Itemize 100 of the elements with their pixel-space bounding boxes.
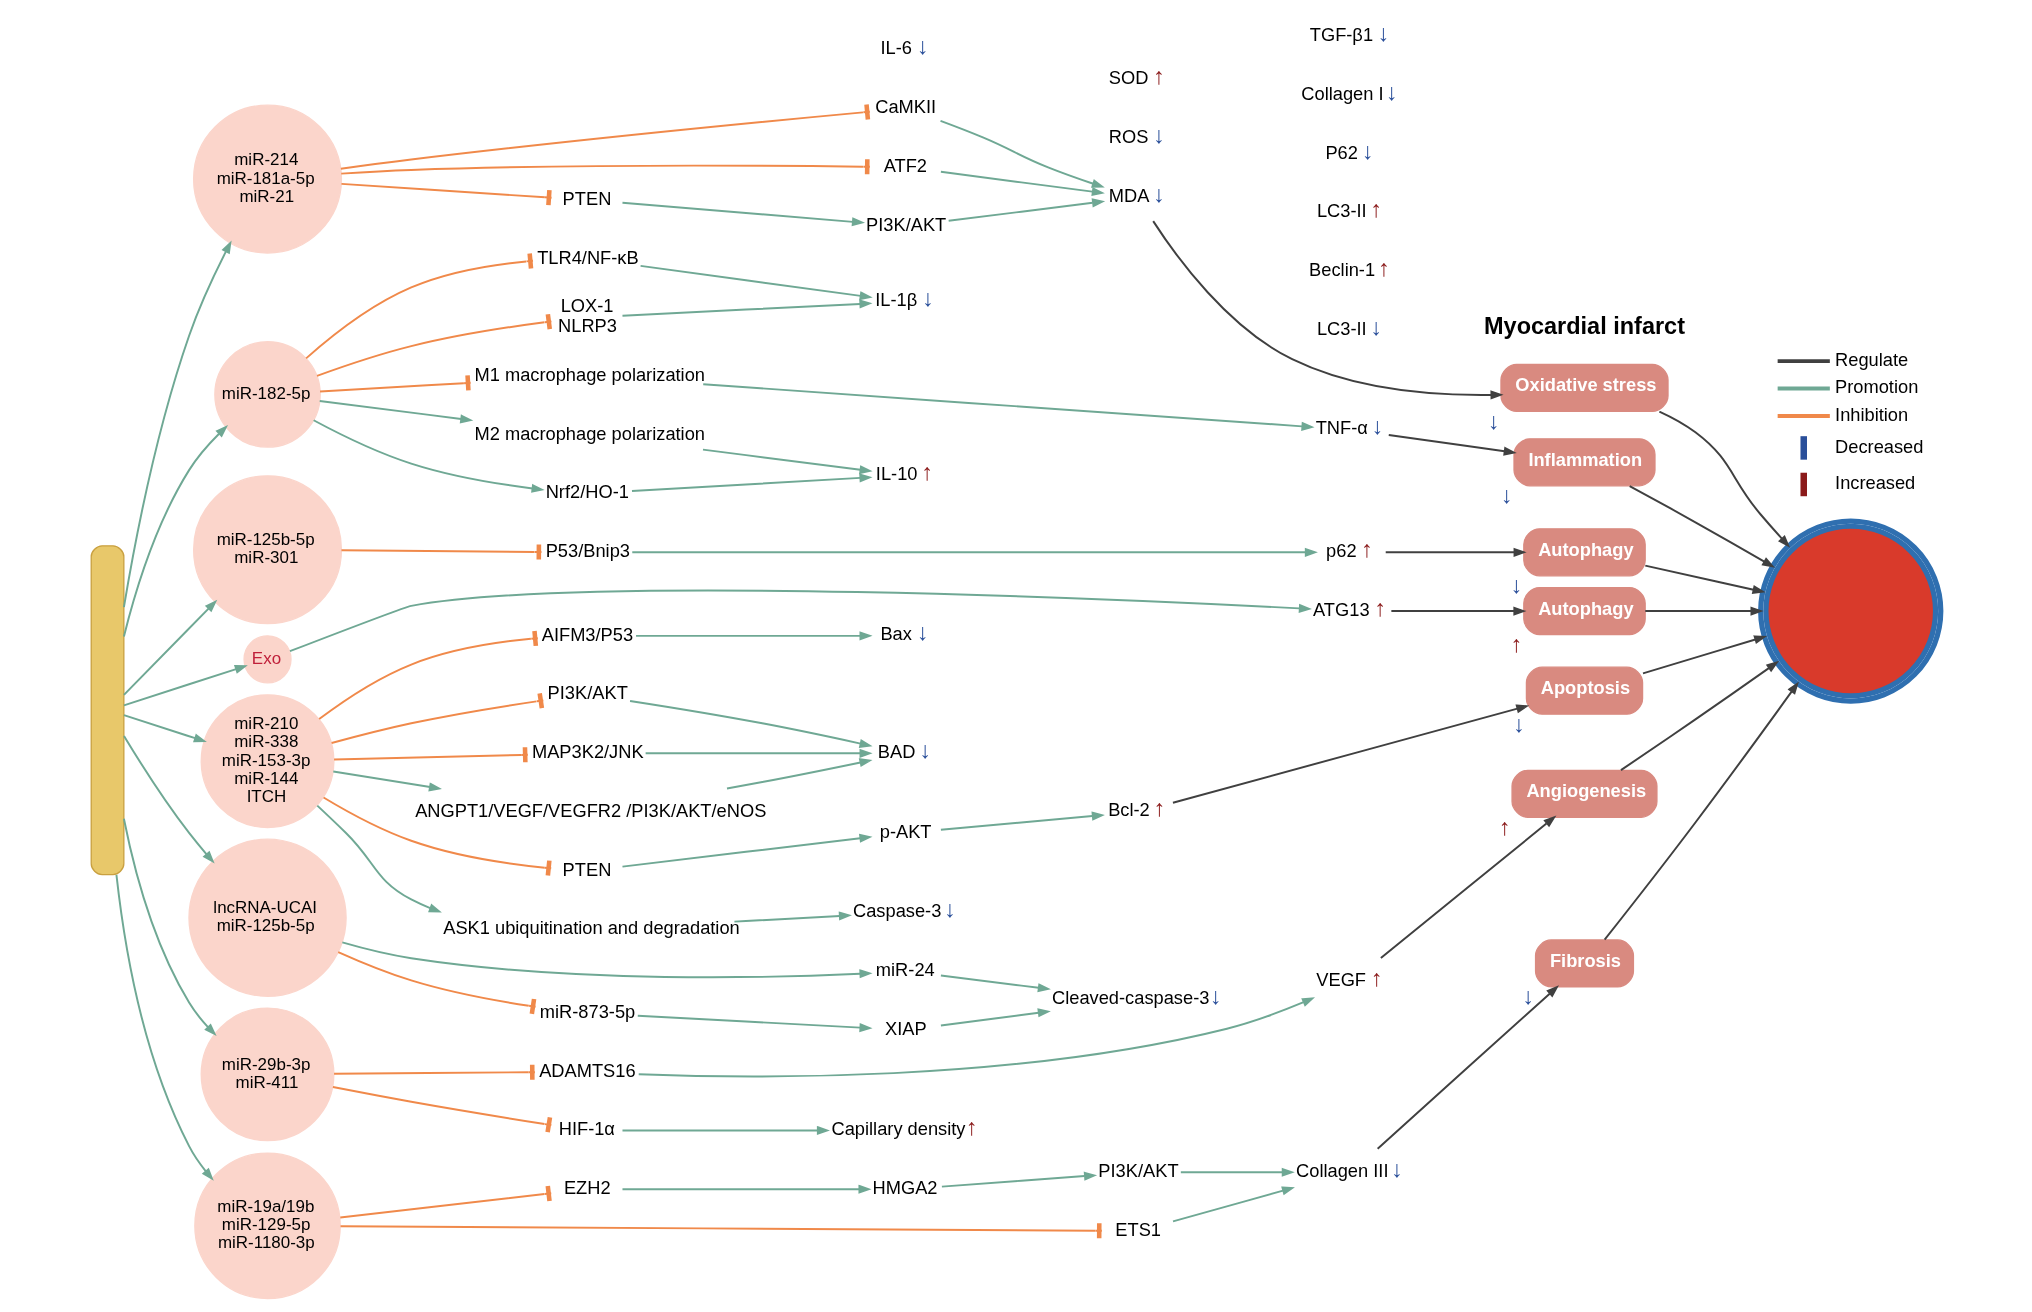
node-text: TGF-β1: [1309, 24, 1374, 46]
node-text: miR-873-5p: [539, 1000, 636, 1022]
arrow: [1642, 635, 1768, 675]
arrow: [1644, 564, 1766, 594]
node-text: Bax: [880, 623, 912, 645]
node-box: Autophagy: [1523, 586, 1646, 636]
node-text: LC3-II: [1316, 317, 1367, 339]
node-text: p-AKT: [879, 820, 932, 842]
node-bar: [90, 545, 125, 876]
node-text: HIF-1α: [558, 1118, 615, 1140]
node-circle: lncRNA-UCAI miR-125b-5p: [188, 838, 347, 997]
connector: [340, 159, 871, 175]
arrow: [123, 735, 215, 864]
connector: [340, 182, 553, 206]
arrow: [1390, 606, 1527, 616]
node-box: Fibrosis: [1534, 939, 1635, 988]
connector: [339, 104, 871, 170]
node-text: Cleaved-caspase-3: [1052, 987, 1210, 1009]
node-label: ↓: [1513, 710, 1526, 737]
node-text: LC3-II: [1316, 200, 1367, 222]
arrow: [122, 425, 229, 638]
arrow: [122, 665, 248, 707]
arrow: [1179, 1167, 1295, 1177]
node-text: PI3K/AKT: [1098, 1160, 1179, 1182]
arrow: [621, 833, 873, 868]
node-label: ↓: [1153, 122, 1165, 149]
node-box: Autophagy: [1523, 528, 1646, 577]
arrow: [1620, 660, 1780, 772]
connector: [319, 375, 472, 393]
node-text: ROS: [1108, 126, 1149, 148]
node-text: ASK1 ubiquitination and degradation: [443, 917, 740, 939]
node-text: CaMKII: [875, 96, 937, 118]
node-text: MAP3K2/JNK: [531, 741, 644, 763]
arrow: [1644, 606, 1764, 616]
node-text: AIFM3/P53: [541, 623, 634, 645]
node-label: ↓: [1209, 983, 1222, 1010]
node-text: P53/Bnip3: [545, 540, 630, 562]
node-text: p62: [1326, 539, 1357, 561]
arrow: [1603, 681, 1799, 941]
legend-label: Increased: [1835, 472, 1916, 494]
arrow: [1628, 485, 1775, 568]
node-label: ↓: [1377, 20, 1390, 47]
node-label: ↓: [916, 619, 929, 646]
node-text: TLR4/NF-κB: [537, 246, 639, 268]
arrow: [702, 383, 1315, 431]
legend-label: Inhibition: [1835, 403, 1909, 425]
connector: [318, 630, 539, 721]
node-box: Apoptosis: [1525, 666, 1644, 715]
arrow: [940, 1171, 1098, 1188]
node-text: Beclin-1: [1309, 259, 1376, 281]
arrow: [115, 873, 214, 1181]
legend-label: Decreased: [1835, 435, 1924, 457]
connector: [331, 1086, 553, 1133]
node-box: Oxidative stress: [1500, 363, 1669, 413]
node-text: LOX-1 NLRP3: [558, 295, 617, 337]
node-text: PTEN: [562, 187, 612, 209]
arrow: [702, 448, 873, 475]
legend-label: Promotion: [1835, 376, 1919, 398]
arrow: [726, 758, 873, 790]
node-text: TNF-α: [1315, 417, 1368, 439]
arrow: [939, 1008, 1051, 1027]
node-text: IL-6: [880, 37, 912, 59]
node-text: Collagen I: [1301, 83, 1384, 104]
arrow: [939, 119, 1105, 188]
node-label: ↓: [1361, 137, 1374, 164]
node-circle: Exo: [243, 635, 292, 684]
node-label: ↓: [1370, 313, 1383, 340]
node-label: ↓: [1386, 79, 1398, 105]
node-text: IL-10: [875, 462, 918, 484]
arrow: [122, 599, 218, 696]
arrow: [939, 811, 1105, 831]
node-text: ANGPT1/VEGF/VEGFR2 /PI3K/AKT/eNOS: [415, 799, 767, 821]
node-label: ↓: [944, 895, 957, 922]
node-text: HMGA2: [872, 1177, 938, 1199]
node-label: ↓: [919, 736, 932, 763]
node-label: ↓: [1510, 572, 1523, 599]
node-label: ↑: [1153, 63, 1165, 90]
arrow: [939, 974, 1051, 993]
arrow: [1376, 985, 1559, 1150]
arrow: [631, 547, 1318, 557]
arrow: [1379, 815, 1557, 959]
node-text: Bcl-2: [1108, 799, 1150, 821]
arrow: [332, 770, 442, 792]
node-text: P62: [1325, 141, 1358, 163]
connector: [330, 693, 545, 745]
node-label: ↑: [1370, 196, 1383, 223]
node-label: ↑: [1153, 795, 1166, 822]
node-label: ↑: [1361, 535, 1374, 562]
arrow: [312, 419, 545, 493]
node-box: Angiogenesis: [1511, 769, 1658, 818]
node-label: ↓: [1371, 413, 1384, 440]
node-text: VEGF: [1316, 969, 1367, 991]
label: Myocardial infarct: [1484, 312, 1685, 339]
arrow: [1658, 410, 1791, 548]
connector: [337, 951, 537, 1015]
node-text: IL-1β: [875, 289, 918, 311]
arrow: [644, 748, 873, 758]
node-label: ↑: [965, 1113, 978, 1140]
arrow: [631, 473, 873, 493]
arrow: [341, 941, 873, 979]
